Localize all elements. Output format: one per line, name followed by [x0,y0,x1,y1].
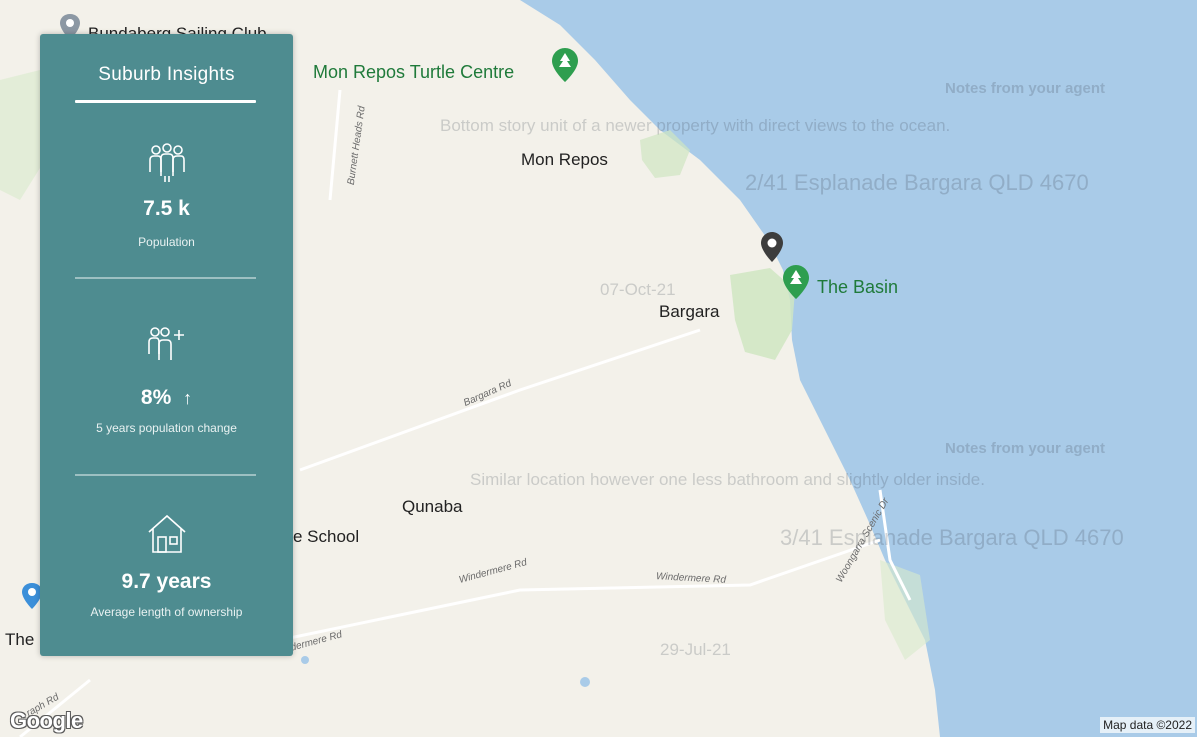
suburb-insights-panel: Suburb Insights 7.5 k Population 8% ↑ 5 … [40,34,293,656]
people-group-icon [40,142,293,184]
road-line [19,678,91,737]
poi-label-turtle-centre[interactable]: Mon Repos Turtle Centre [313,62,515,82]
ocean-area [520,0,1197,737]
ghost-date: 29-Jul-21 [660,640,731,659]
population-label: Population [138,235,195,249]
park-area [730,268,795,360]
section-divider [75,277,256,279]
park-pin-icon[interactable] [552,48,578,87]
dropped-pin-icon[interactable] [761,232,783,267]
poi-pin-icon[interactable] [22,583,42,614]
population-change-label: 5 years population change [96,421,237,435]
road-line [878,489,912,601]
arrow-up-icon: ↑ [183,388,193,408]
ghost-notes-heading: Notes from your agent [945,440,1106,457]
park-pin-icon[interactable] [783,265,809,304]
park-area [880,560,930,660]
place-label-bargara[interactable]: Bargara [659,302,720,321]
section-divider [75,474,256,476]
people-growth-icon [40,326,293,366]
title-underline [75,100,256,103]
ghost-note-text: Bottom story unit of a newer property wi… [440,116,951,135]
ghost-note-text: Similar location however one less bathro… [470,470,985,489]
water-pond [580,677,590,687]
place-label-mon-repos[interactable]: Mon Repos [521,150,608,169]
panel-title: Suburb Insights [98,64,235,85]
place-label-school[interactable]: e School [293,527,360,546]
park-area [640,130,690,178]
road-line [279,538,881,642]
place-pin-icon[interactable] [60,14,80,45]
population-change-percent: 8% [140,386,172,409]
road-line [328,89,342,201]
poi-label-the-basin[interactable]: The Basin [817,277,899,297]
place-label-qunaba[interactable]: Qunaba [402,497,463,516]
ghost-notes-heading: Notes from your agent [945,80,1106,97]
google-logo[interactable]: Google [10,708,83,733]
map-attribution[interactable]: Map data ©2022 [1100,717,1195,733]
road-line [299,328,701,472]
house-icon [40,512,293,556]
ghost-address: 2/41 Esplanade Bargara QLD 4670 [745,170,1089,195]
ownership-value: 9.7 years [121,570,212,593]
water-pond [301,656,309,664]
place-label-the[interactable]: The [5,630,35,649]
park-area [0,70,45,200]
population-change-value: 8% ↑ [40,386,293,410]
population-value: 7.5 k [143,197,190,220]
ghost-date: 07-Oct-21 [600,280,676,299]
ownership-label: Average length of ownership [90,605,243,619]
ghost-address: 3/41 Esplanade Bargara QLD 4670 [780,525,1124,550]
